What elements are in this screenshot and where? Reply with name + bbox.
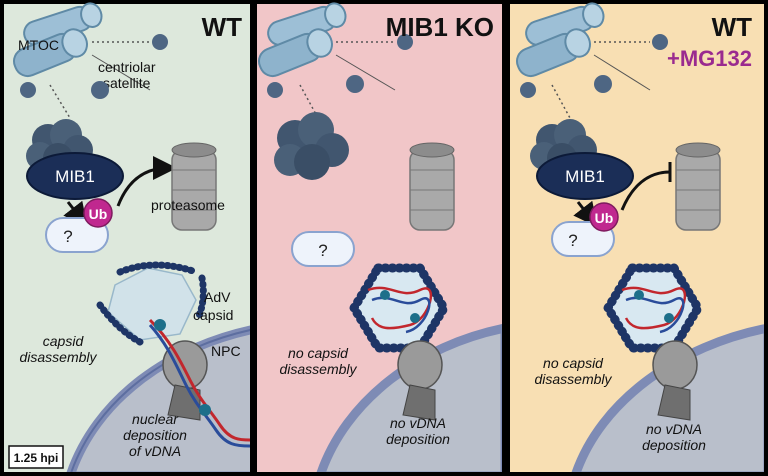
- satellite-label: satellite: [103, 75, 151, 91]
- panel-title: WT: [712, 12, 753, 42]
- timepoint-label: 1.25 hpi: [14, 451, 59, 465]
- mtoc-icon: [13, 2, 103, 78]
- inhibition-arrow: [620, 170, 671, 211]
- proteasome-icon: [171, 142, 217, 231]
- npc-icon: [652, 340, 698, 421]
- npc-label: NPC: [211, 343, 241, 359]
- panel-wt: MTOC centriolar satellite MIB1 ? Ub: [4, 2, 251, 472]
- protein-cluster-icon: [274, 112, 349, 180]
- satellite-blob: [594, 75, 612, 93]
- no-capsid-line1: no capsid: [543, 355, 604, 371]
- panel-wt-mg132: MIB1 ? Ub no capsid disassembly no v: [510, 2, 764, 472]
- no-vdna-line1: no vDNA: [646, 421, 702, 437]
- panel-title: MIB1 KO: [386, 12, 494, 42]
- nuclear-deposition-line1: nuclear: [132, 411, 179, 427]
- timepoint-box: [8, 445, 64, 469]
- no-capsid-line1: no capsid: [288, 345, 349, 361]
- satellite-blob: [91, 81, 109, 99]
- proteasome-icon: [409, 142, 455, 231]
- mtoc-label: MTOC: [18, 37, 59, 53]
- ub-circle: [83, 198, 113, 228]
- unknown-label: ?: [63, 227, 72, 246]
- ub-label: Ub: [595, 210, 614, 226]
- satellite-blob: [520, 82, 536, 98]
- satellite-blob: [397, 34, 413, 50]
- panel-title: WT: [202, 12, 243, 42]
- proteasome-icon: [675, 142, 721, 231]
- unknown-label: ?: [568, 231, 577, 250]
- intact-capsid-icon: [603, 263, 703, 353]
- satellite-blob: [652, 34, 668, 50]
- centriolar-label: centriolar: [98, 59, 156, 75]
- mtoc-icon: [258, 2, 347, 78]
- panel-mib1-ko: ? no capsid disassembly no vDNA depositi…: [257, 2, 502, 472]
- adv-label: AdV: [204, 289, 231, 305]
- no-capsid-line2: disassembly: [534, 371, 612, 387]
- unknown-substrate: [291, 231, 355, 267]
- capsid-label: capsid: [193, 307, 233, 323]
- capsid-disassembly-line2: disassembly: [19, 349, 97, 365]
- satellite-blob: [267, 82, 283, 98]
- protein-vii-icon: [154, 319, 166, 331]
- no-vdna-line2: deposition: [642, 437, 706, 453]
- protein-vii-icon: [199, 404, 211, 416]
- nuclear-deposition-line2: deposition: [123, 427, 187, 443]
- arrow-to-proteasome: [116, 156, 177, 207]
- satellite-blob: [346, 75, 364, 93]
- nuclear-deposition-line3: of vDNA: [129, 443, 181, 459]
- mib1-ellipse: [26, 152, 124, 200]
- disassembling-capsid-icon: [96, 261, 207, 346]
- satellite-blob: [152, 34, 168, 50]
- no-vdna-line2: deposition: [386, 431, 450, 447]
- intact-capsid-icon: [349, 263, 449, 353]
- no-vdna-line1: no vDNA: [390, 415, 446, 431]
- vdna-strand: [148, 318, 251, 442]
- npc-icon: [397, 340, 443, 421]
- no-capsid-line2: disassembly: [279, 361, 357, 377]
- mtoc-icon: [516, 2, 605, 78]
- vdna-strand: [148, 323, 251, 448]
- capsid-disassembly-line1: capsid: [43, 333, 85, 349]
- mib1-label: MIB1: [55, 167, 95, 186]
- ub-label: Ub: [89, 206, 108, 222]
- unknown-label: ?: [318, 241, 327, 260]
- proteasome-label: proteasome: [151, 197, 225, 213]
- mib1-ellipse: [536, 152, 634, 200]
- panel-subtitle: +MG132: [667, 46, 752, 71]
- satellite-blob: [20, 82, 36, 98]
- mib1-label: MIB1: [565, 167, 605, 186]
- ub-circle: [589, 202, 619, 232]
